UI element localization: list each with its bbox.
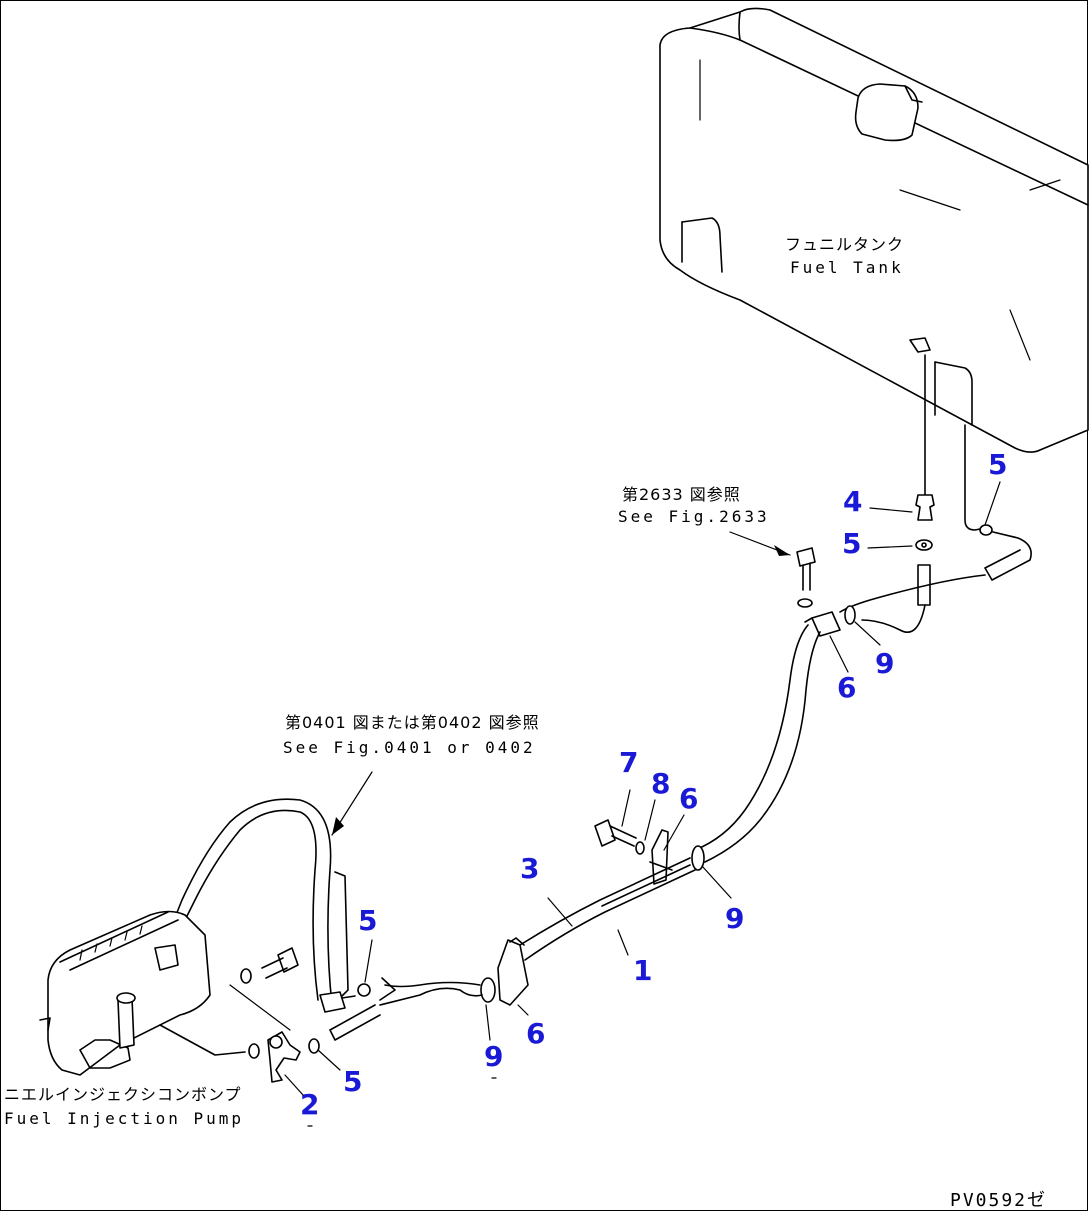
fuel-tank [659, 7, 1089, 453]
pump-label-en: Fuel Injection Pump [4, 1109, 244, 1128]
callout-6-middle: 6 [679, 782, 698, 815]
callout-1: 1 [633, 954, 652, 987]
ref-2633-label-en: See Fig.2633 [618, 507, 770, 526]
fuel-tank-label-jp: フュニルタンク [785, 235, 904, 254]
ref-2633-label-jp: 第2633 図参照 [622, 485, 741, 504]
callout-9-middle: 9 [725, 902, 744, 935]
callout-9-lower: 9 [484, 1040, 503, 1073]
injection-hose [159, 771, 373, 1013]
callout-5-tank: 5 [988, 448, 1007, 481]
callout-6-lower: 6 [526, 1017, 545, 1050]
callout-5-washer: 5 [842, 527, 861, 560]
callout-8: 8 [651, 767, 670, 800]
callout-6-top: 6 [837, 671, 856, 704]
lower-hoses [329, 977, 491, 1041]
callout-4: 4 [843, 485, 862, 518]
tank-outlet-lines [915, 354, 1032, 606]
fuel-tubes [519, 857, 696, 961]
upper-hose-route [729, 531, 986, 637]
fuel-injection-pump [39, 910, 320, 1083]
callout-3: 3 [520, 852, 539, 885]
fuel-tank-label-en: Fuel Tank [790, 258, 904, 277]
callout-leaders [284, 481, 1001, 1127]
ref-0401-label-en: See Fig.0401 or 0402 [283, 738, 536, 757]
drawing-code: PV0592ゼ [950, 1190, 1047, 1211]
callout-9-top: 9 [875, 647, 894, 680]
callout-2: 2 [300, 1088, 319, 1121]
lower-clamp [480, 937, 529, 1016]
ref-0401-label-jp: 第0401 図または第0402 図参照 [285, 713, 540, 732]
main-hoses [594, 624, 821, 885]
callout-7: 7 [619, 746, 638, 779]
pump-label-jp: ニエルインジェクシコンボンプ [4, 1085, 242, 1104]
callout-5-pump: 5 [343, 1065, 362, 1098]
callout-5-hose: 5 [358, 904, 377, 937]
